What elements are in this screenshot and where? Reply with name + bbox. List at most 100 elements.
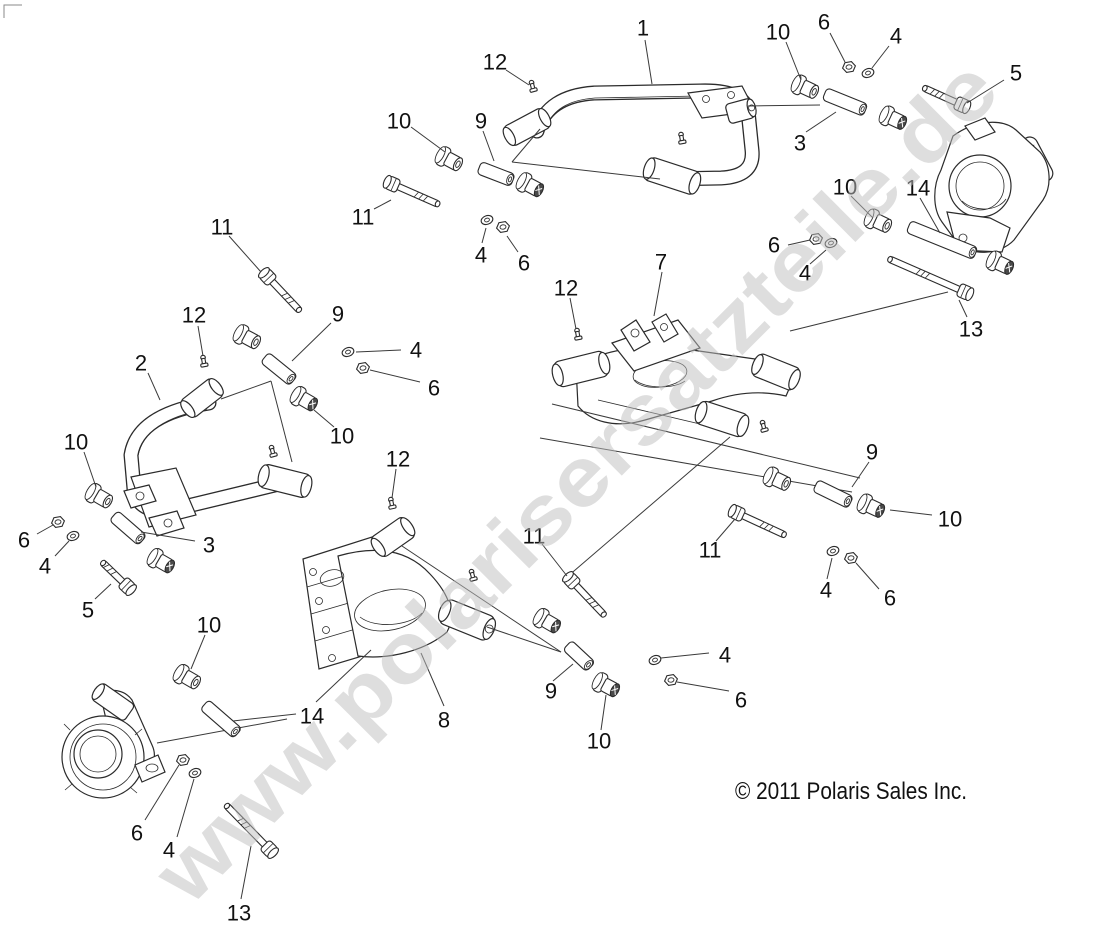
bushing xyxy=(232,324,262,350)
callout-leader xyxy=(826,557,833,580)
assembly-line xyxy=(220,380,272,400)
rear-bearing-carrier-left xyxy=(61,683,166,799)
bushing xyxy=(878,105,908,130)
callout-leader xyxy=(240,845,252,900)
callout-label-10: 10 xyxy=(833,175,857,200)
callout-label-4: 4 xyxy=(820,578,832,603)
assembly-line xyxy=(401,545,562,653)
lock-nut xyxy=(843,552,859,564)
callout-label-3: 3 xyxy=(794,131,806,156)
assembly-line xyxy=(486,626,562,653)
callout-label-14: 14 xyxy=(300,704,324,729)
callout-label-12: 12 xyxy=(483,50,507,75)
callout-label-4: 4 xyxy=(719,643,731,668)
spacer-tube xyxy=(813,480,853,508)
callout-label-5: 5 xyxy=(1010,61,1022,86)
spacer-tube xyxy=(261,353,297,385)
callout-leader xyxy=(355,349,402,353)
corner-mark xyxy=(3,4,22,18)
callout-leader xyxy=(482,130,495,162)
callout-label-6: 6 xyxy=(131,821,143,846)
bolt xyxy=(257,267,303,314)
washer xyxy=(648,654,662,666)
callout-leader xyxy=(176,778,195,838)
callout-leader xyxy=(541,543,568,577)
callout-label-5: 5 xyxy=(82,598,94,623)
callout-leader xyxy=(140,531,196,542)
callout-label-10: 10 xyxy=(387,109,411,134)
callout-label-10: 10 xyxy=(766,20,790,45)
callout-label-6: 6 xyxy=(735,688,747,713)
callout-label-10: 10 xyxy=(197,613,221,638)
washer xyxy=(861,67,875,79)
callout-label-2: 2 xyxy=(135,351,147,376)
bushing xyxy=(591,672,621,698)
callout-leader xyxy=(83,451,97,488)
callout-label-8: 8 xyxy=(438,708,450,733)
callout-leader xyxy=(506,235,519,253)
bushing xyxy=(289,386,319,412)
upper-control-arm-right xyxy=(502,83,760,195)
callout-label-7: 7 xyxy=(655,250,667,275)
callout-leader xyxy=(850,195,874,219)
assembly-line xyxy=(566,436,731,578)
callout-label-11: 11 xyxy=(211,215,234,240)
callout-label-6: 6 xyxy=(818,10,830,35)
lock-nut xyxy=(175,754,191,766)
callout-label-9: 9 xyxy=(545,679,557,704)
callout-label-9: 9 xyxy=(866,440,878,465)
assembly-line xyxy=(270,380,293,463)
callout-leader xyxy=(569,297,577,330)
callout-label-3: 3 xyxy=(203,533,215,558)
callout-label-10: 10 xyxy=(587,729,611,754)
callout-label-10: 10 xyxy=(330,424,354,449)
callout-leader xyxy=(855,562,880,590)
callout-label-11: 11 xyxy=(699,538,722,563)
bolt xyxy=(727,503,787,539)
callout-label-13: 13 xyxy=(959,317,983,342)
assembly-line xyxy=(156,718,288,744)
bolt xyxy=(99,559,137,597)
bushing xyxy=(84,483,114,509)
callout-leader xyxy=(420,652,445,707)
spacer-tube xyxy=(563,641,595,671)
callout-label-1: 1 xyxy=(637,16,649,41)
assembly-line xyxy=(539,437,853,493)
callout-leader xyxy=(715,518,736,542)
callout-leader xyxy=(369,369,421,383)
callout-label-9: 9 xyxy=(475,109,487,134)
washer xyxy=(66,530,80,542)
callout-label-11: 11 xyxy=(352,205,375,230)
callout-label-6: 6 xyxy=(884,586,896,611)
callout-leader xyxy=(660,652,710,659)
bushing xyxy=(146,548,176,574)
bolt xyxy=(223,802,279,859)
callout-leader xyxy=(291,322,332,362)
washer xyxy=(480,214,494,226)
callout-leader xyxy=(313,409,335,428)
assembly-line xyxy=(789,291,949,332)
grease-fitting xyxy=(678,131,687,145)
callout-label-6: 6 xyxy=(428,376,440,401)
lock-nut xyxy=(355,362,371,374)
callout-leader xyxy=(232,713,297,722)
callout-leader xyxy=(653,271,663,317)
callout-leader xyxy=(676,681,730,692)
grease-fitting xyxy=(200,354,209,368)
callout-leader xyxy=(644,39,653,85)
callout-leader xyxy=(147,372,161,401)
callout-label-13: 13 xyxy=(227,901,251,926)
callout-label-4: 4 xyxy=(410,338,422,363)
callout-leader xyxy=(958,299,968,318)
lock-nut xyxy=(495,221,511,233)
bushing xyxy=(985,250,1015,275)
copyright-text: © 2011 Polaris Sales Inc. xyxy=(735,778,967,805)
callout-label-6: 6 xyxy=(18,528,30,553)
bolt xyxy=(887,255,975,302)
bushing xyxy=(790,74,820,99)
rear-lower-control-arm-right xyxy=(551,313,801,438)
grease-fitting xyxy=(528,79,538,93)
upper-control-arm-left xyxy=(123,377,313,537)
